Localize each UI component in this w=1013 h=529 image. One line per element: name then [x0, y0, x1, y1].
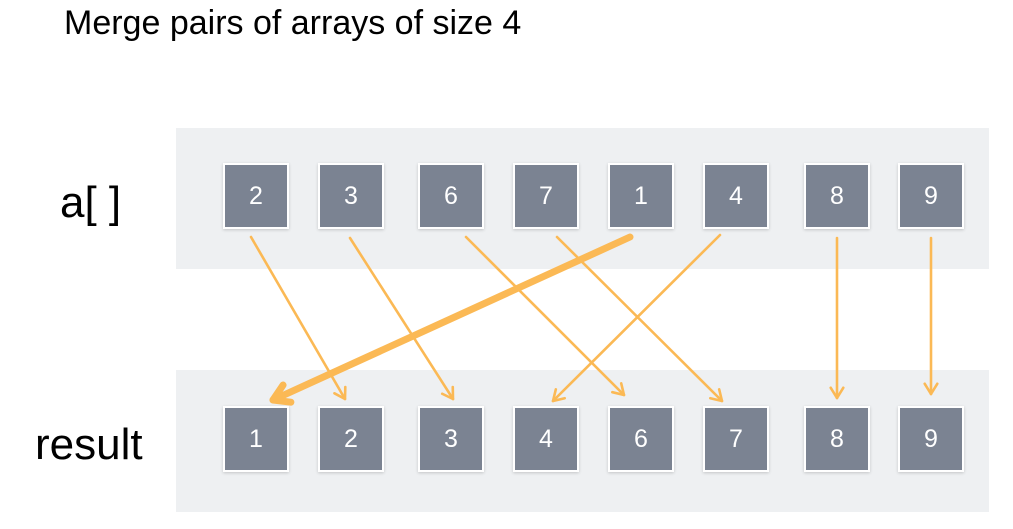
input-cell: 1: [608, 163, 674, 229]
result-array-label: result: [35, 420, 143, 469]
result-cell: 3: [418, 406, 484, 472]
result-cell: 6: [608, 406, 674, 472]
result-cell: 7: [703, 406, 769, 472]
input-cell: 9: [898, 163, 964, 229]
merge-arrow-head: [333, 385, 347, 401]
diagram-title: Merge pairs of arrays of size 4: [64, 4, 522, 42]
merge-arrow-line: [464, 235, 626, 397]
result-cell: 1: [223, 406, 289, 472]
merge-arrow-line: [555, 235, 724, 403]
result-cell: 9: [898, 406, 964, 472]
input-cell: 7: [513, 163, 579, 229]
merge-arrow-head: [551, 388, 566, 403]
input-cell: 8: [804, 163, 870, 229]
input-cell: 3: [318, 163, 384, 229]
merge-arrow-head: [923, 382, 939, 396]
input-cell: 6: [418, 163, 484, 229]
merge-arrow-head: [440, 385, 455, 401]
merge-arrow-line: [269, 233, 634, 404]
input-array-label: a[ ]: [60, 178, 122, 227]
result-cell: 8: [804, 406, 870, 472]
merge-arrow-head: [829, 386, 845, 400]
merge-arrow-head: [611, 382, 626, 397]
result-cell: 4: [513, 406, 579, 472]
merge-arrow-line: [348, 236, 455, 401]
input-cell: 2: [223, 163, 289, 229]
merge-arrow-head: [709, 388, 724, 403]
merge-arrow-head: [269, 381, 295, 406]
merge-arrow-line: [551, 233, 722, 403]
result-cell: 2: [318, 406, 384, 472]
input-cell: 4: [703, 163, 769, 229]
